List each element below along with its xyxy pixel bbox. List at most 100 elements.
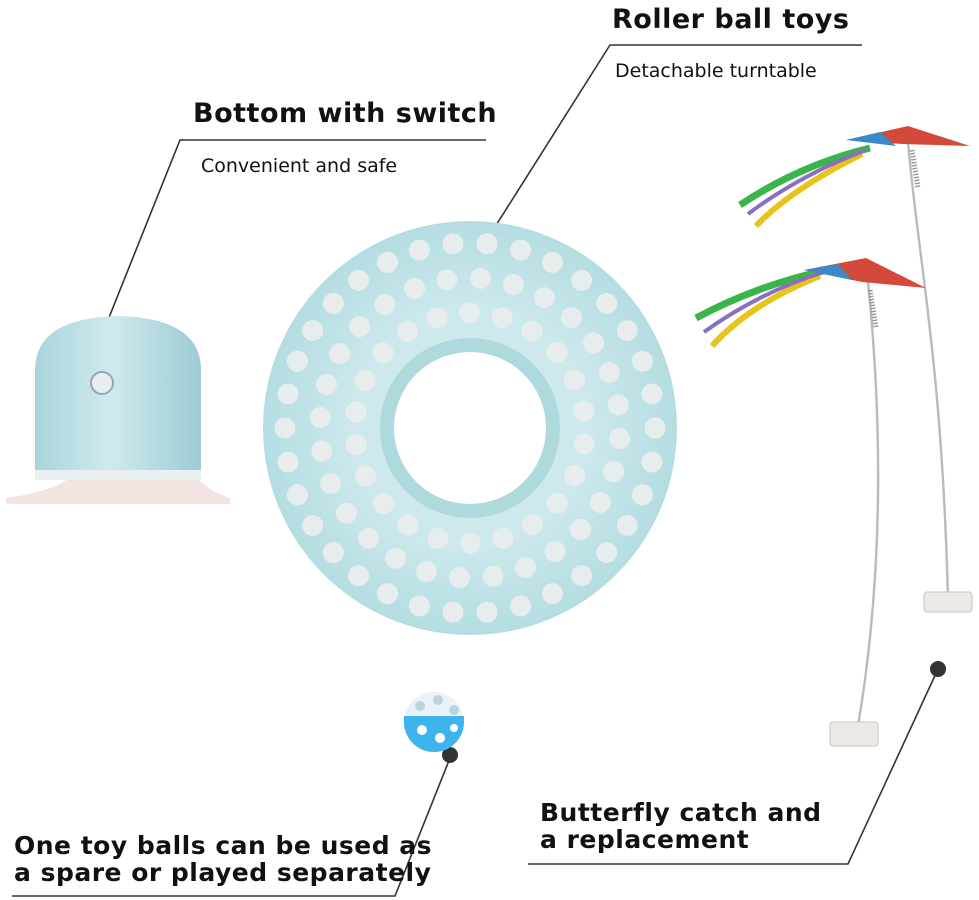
turntable-hole: [564, 369, 585, 391]
turntable-hole: [377, 251, 398, 273]
turntable-hole: [320, 473, 342, 494]
turntable-hole: [374, 294, 396, 315]
turntable-hole: [603, 461, 624, 482]
turntable-hole: [316, 374, 337, 395]
turntable-hole: [302, 514, 324, 536]
turntable-hole: [345, 401, 367, 423]
turntable-hole: [542, 251, 563, 273]
turntable-hole: [544, 541, 566, 562]
turntable-hole: [641, 451, 663, 473]
turntable-hole: [427, 527, 449, 549]
turntable-hole: [449, 567, 470, 589]
turntable-hole: [348, 269, 369, 291]
turntable-hole: [345, 434, 367, 456]
bottom-title: Bottom with switch: [193, 98, 498, 129]
turntable-hole: [309, 407, 331, 428]
turntable-hole: [287, 484, 308, 506]
turntable-hole: [322, 542, 344, 564]
turntable-hole: [436, 269, 458, 291]
turntable-hole: [569, 519, 591, 540]
turntable-hole: [311, 440, 333, 462]
turntable-hole: [372, 493, 394, 515]
turntable-hole: [385, 547, 407, 569]
turntable-hole: [372, 342, 394, 364]
turntable-hole: [573, 400, 595, 422]
turntable-hole: [470, 267, 491, 289]
leader-lines: [12, 44, 939, 897]
base-with-switch: [6, 316, 230, 504]
turntable-hole: [277, 383, 299, 405]
turntable-hole: [609, 428, 631, 449]
turntable-hole: [329, 343, 351, 365]
turntable-hole: [533, 287, 555, 309]
turntable-hole: [397, 514, 419, 536]
turntable-hole: [442, 233, 464, 255]
turntable-hole: [442, 601, 464, 623]
turntable-hole: [616, 320, 638, 342]
turntable-hole: [546, 341, 568, 363]
butterfly-caption-line2: a replacement: [540, 825, 750, 854]
turntable-hole: [598, 362, 620, 383]
turntable-hole: [571, 269, 592, 291]
bottom-subtitle: Convenient and safe: [201, 155, 398, 177]
turntable-hole: [632, 350, 653, 372]
power-switch: [90, 371, 114, 395]
turntable-hole: [322, 292, 344, 314]
turntable-hole: [510, 239, 532, 261]
turntable-ring: [263, 221, 677, 635]
turntable-hole: [336, 502, 357, 524]
turntable-hole: [287, 350, 308, 372]
turntable-hole: [607, 394, 629, 416]
turntable-hole: [616, 514, 638, 536]
turntable-hole: [510, 595, 532, 617]
turntable-hole: [596, 542, 618, 564]
turntable-hole: [355, 465, 376, 487]
turntable-hole: [277, 451, 299, 473]
turntable-hole: [515, 556, 536, 578]
roller-subtitle: Detachable turntable: [615, 60, 817, 82]
turntable-hole: [491, 307, 513, 329]
turntable-hole: [476, 601, 498, 623]
turntable-hole: [641, 383, 663, 405]
butterfly-wand-1: [738, 126, 973, 613]
turntable-hole: [571, 565, 592, 587]
turntable-hole: [302, 320, 324, 342]
turntable-hole: [542, 583, 563, 605]
turntable-hole: [348, 565, 369, 587]
turntable-hole: [596, 292, 618, 314]
turntable-hole: [521, 320, 543, 342]
turntable-hole: [459, 532, 481, 554]
spare-ball: [404, 692, 464, 752]
turntable-hole: [644, 417, 666, 439]
turntable-hole: [482, 565, 504, 587]
turntable-hole: [521, 514, 543, 536]
turntable-hole: [573, 433, 595, 455]
turntable-hole: [354, 370, 376, 391]
turntable-hole: [358, 527, 379, 549]
turntable-hole: [546, 492, 568, 514]
butterfly-caption-line1: Butterfly catch and: [540, 798, 822, 827]
turntable-hole: [564, 465, 586, 486]
turntable-hole: [561, 307, 582, 329]
butterfly-pointer-dot: [930, 661, 946, 677]
turntable-hole: [583, 332, 604, 354]
turntable-hole: [459, 302, 481, 324]
turntable-hole: [274, 417, 296, 439]
butterfly-wand-2: [694, 258, 926, 747]
turntable-hole: [397, 320, 419, 342]
turntable-hole: [492, 527, 514, 549]
turntable-hole: [349, 316, 371, 337]
turntable-hole: [632, 484, 653, 506]
turntable-hole: [404, 278, 425, 300]
roller-title: Roller ball toys: [612, 4, 850, 35]
turntable-hole: [503, 274, 524, 295]
turntable-hole: [408, 595, 430, 617]
turntable-hole: [416, 561, 437, 582]
turntable-hole: [589, 491, 611, 513]
ball-pointer-dot: [442, 747, 458, 763]
turntable-hole: [408, 239, 430, 261]
turntable-hole: [377, 583, 398, 605]
ball-caption-line1: One toy balls can be used as: [14, 831, 433, 860]
ball-caption-line2: a spare or played separately: [14, 858, 432, 887]
